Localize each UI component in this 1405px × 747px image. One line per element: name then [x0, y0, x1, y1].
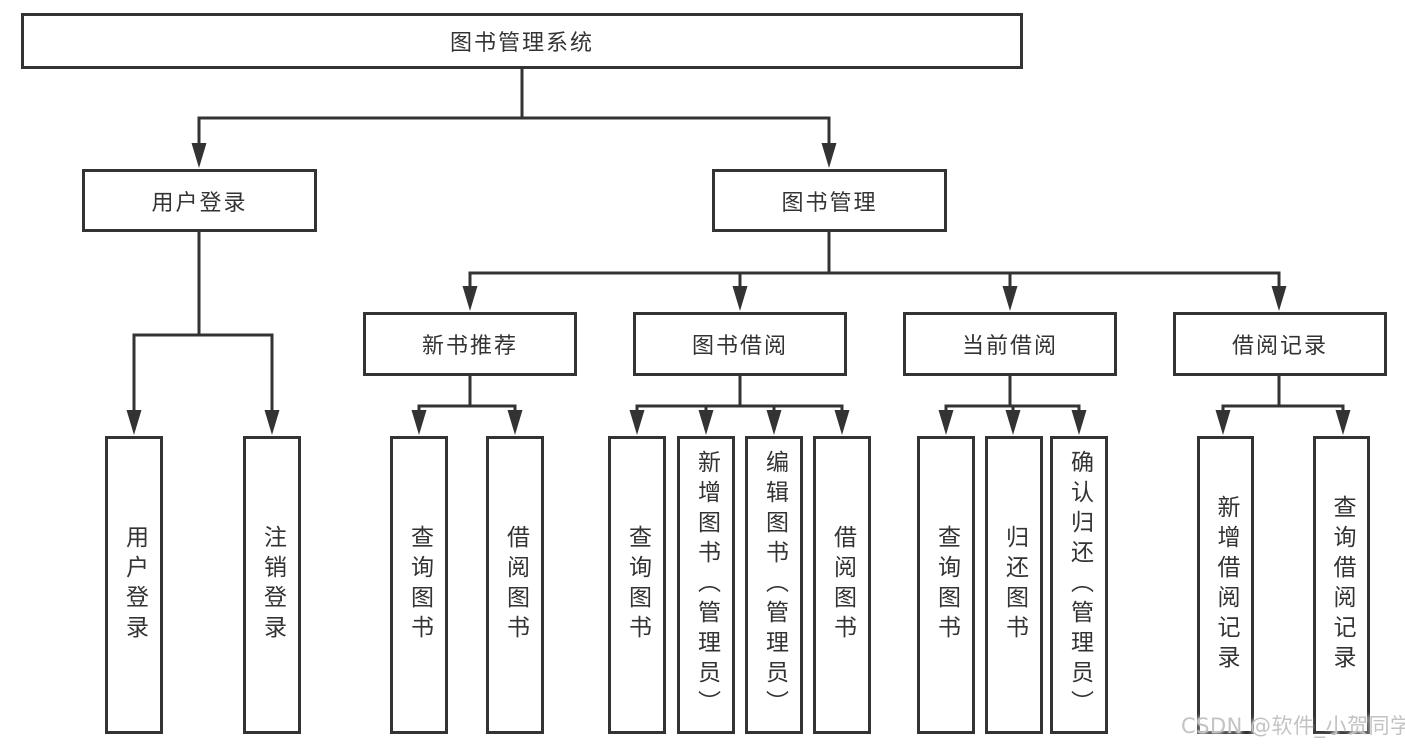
node-leaf-confirm-return-admin: 确认归还（管理员） — [1050, 436, 1108, 734]
node-leaf-return-book: 归还图书 — [985, 436, 1043, 734]
node-leaf-query-books-current: 查询图书 — [917, 436, 975, 734]
node-leaf-borrow-books: 借阅图书 — [813, 436, 871, 734]
node-leaf-borrow-books-recommend: 借阅图书 — [486, 436, 544, 734]
node-leaf-logout: 注销登录 — [243, 436, 301, 734]
csdn-watermark: CSDN @软件_小贺同学 — [1181, 714, 1405, 738]
node-book-borrowing: 图书借阅 — [633, 312, 847, 376]
node-leaf-user-login: 用户登录 — [105, 436, 163, 734]
connector-root — [191, 66, 837, 168]
node-leaf-query-books-recommend: 查询图书 — [390, 436, 448, 734]
node-current-borrowing: 当前借阅 — [903, 312, 1117, 376]
node-user-login: 用户登录 — [82, 169, 317, 232]
node-leaf-query-borrow-record: 查询借阅记录 — [1313, 436, 1370, 734]
node-borrowing-records: 借阅记录 — [1173, 312, 1387, 376]
node-book-management-system: 图书管理系统 — [21, 13, 1023, 69]
node-leaf-add-book-admin: 新增图书（管理员） — [677, 436, 735, 734]
node-leaf-edit-book-admin: 编辑图书（管理员） — [745, 436, 803, 734]
node-leaf-query-books-borrowing: 查询图书 — [608, 436, 666, 734]
connector-user-login — [126, 230, 280, 435]
node-new-book-recommendation: 新书推荐 — [363, 312, 577, 376]
connector-book-management — [462, 230, 1287, 311]
node-book-management: 图书管理 — [712, 169, 947, 232]
connector-new-book-recommendation — [411, 374, 523, 435]
connector-current-borrowing — [938, 374, 1087, 435]
node-leaf-add-borrow-record: 新增借阅记录 — [1197, 436, 1254, 734]
connector-borrowing-records — [1215, 374, 1351, 435]
connector-book-borrowing — [629, 374, 850, 435]
